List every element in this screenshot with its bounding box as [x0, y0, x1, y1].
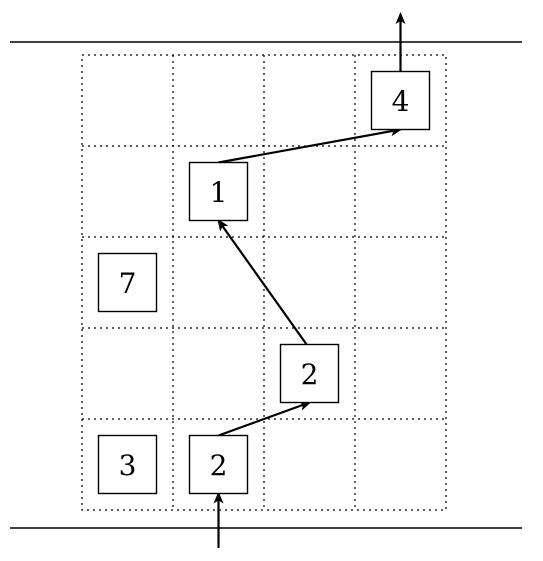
- number-boxes: 4 1 7 2 3 2: [97, 70, 431, 495]
- box-label: 7: [119, 267, 137, 300]
- box-label: 2: [301, 358, 319, 391]
- path-arrow-box-1-to-box-4: [218, 126, 403, 164]
- box-label: 3: [119, 449, 137, 482]
- box-3: 3: [97, 434, 158, 495]
- box-4: 4: [370, 70, 431, 131]
- box-frame: [97, 252, 158, 313]
- box-frame: [188, 161, 249, 222]
- box-frame: [188, 434, 249, 495]
- box-1: 1: [188, 161, 249, 222]
- box-7: 7: [97, 252, 158, 313]
- box-label: 2: [210, 449, 228, 482]
- box-frame: [279, 343, 340, 404]
- box-frame: [97, 434, 158, 495]
- path-arrow-box-2-lower-to-box-2-upper: [218, 401, 312, 437]
- box-2-lower: 2: [188, 434, 249, 495]
- box-frame: [370, 70, 431, 131]
- box-2-upper: 2: [279, 343, 340, 404]
- path-arrow-box-2-upper-to-box-1: [217, 218, 308, 346]
- box-label: 1: [210, 176, 228, 209]
- path-arrows: [213, 12, 406, 548]
- box-label: 4: [392, 85, 410, 118]
